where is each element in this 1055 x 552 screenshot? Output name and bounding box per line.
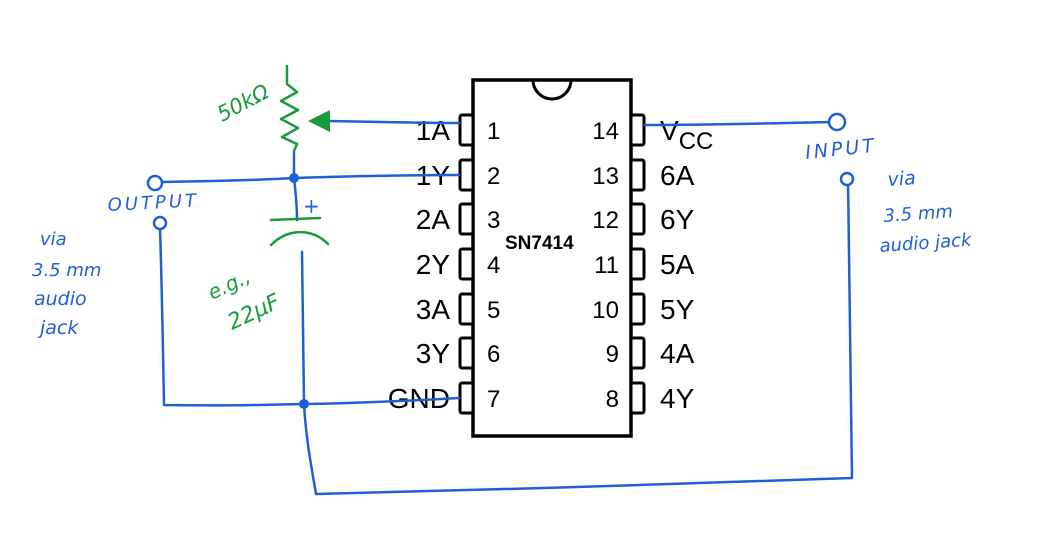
pin-stub (458, 113, 475, 147)
cap-value-line2: 22µF (224, 290, 284, 336)
pin-stub (458, 158, 475, 192)
cap-value-line1: e.g., (204, 264, 254, 304)
pin-num-14: 14 (592, 118, 619, 145)
wire-cap-gnd (300, 250, 306, 406)
input-terminal-bottom (839, 171, 855, 187)
wire-vcc-input (643, 120, 832, 127)
pot-zigzag (279, 82, 300, 153)
wire-pin1-wiper (328, 119, 461, 125)
chip: SN7414 1A 1Y 2A 2Y 3A 3Y GND (388, 78, 713, 438)
pin-num-10: 10 (592, 297, 619, 324)
pin-stub (629, 247, 646, 281)
pin-stub (458, 381, 475, 415)
pin-label-14-sub: CC (679, 128, 714, 155)
pin-num-3: 3 (487, 207, 500, 234)
wire-node-cap (292, 176, 299, 222)
output-terminal-top (146, 174, 164, 192)
output-label: OUTPUT (107, 190, 199, 216)
pin-stub (458, 292, 475, 326)
pin-label-11: 5A (660, 249, 695, 280)
potentiometer (279, 64, 330, 153)
left-note: via 3.5 mm audio jack (32, 229, 101, 339)
right-note-line3: audio jack (879, 230, 974, 257)
right-note: via 3.5 mm audio jack (879, 167, 974, 257)
left-note-line3: audio (34, 288, 87, 310)
pin-num-7: 7 (487, 386, 500, 413)
wire-pin2-output (158, 173, 461, 184)
pin-label-10: 5Y (660, 294, 695, 325)
pin-label-6: 3Y (416, 338, 451, 369)
pin-label-4: 2Y (416, 249, 451, 280)
wire-output-gnd (158, 226, 461, 407)
right-note-line1: via (887, 167, 917, 191)
left-note-line4: jack (37, 317, 79, 339)
cap-plus-sign: + (303, 194, 320, 218)
pin-num-9: 9 (606, 341, 619, 368)
chip-notch (531, 79, 573, 101)
junction-node-gnd (299, 399, 309, 409)
pin-num-2: 2 (487, 163, 500, 190)
pin-label-14-main: V (660, 115, 679, 146)
chip-body (471, 78, 633, 438)
input-terminal-top (827, 112, 847, 132)
right-note-line2: 3.5 mm (883, 201, 954, 227)
pin-num-4: 4 (487, 252, 500, 279)
pin-stub (629, 158, 646, 192)
pin-num-5: 5 (487, 297, 500, 324)
pin-label-1: 1A (416, 115, 451, 146)
pin-label-12: 6Y (660, 204, 695, 235)
pin-label-9: 4A (660, 338, 695, 369)
cap-plate-plus (269, 216, 322, 222)
pin-stub (629, 113, 646, 147)
input-label: INPUT (804, 135, 878, 164)
pin-label-14: VCC (660, 115, 713, 155)
pin-label-8: 4Y (660, 383, 695, 414)
left-note-line2: 3.5 mm (32, 260, 101, 281)
pin-stub (629, 292, 646, 326)
wire-gnd-return (302, 182, 854, 496)
pin-stub (629, 202, 646, 236)
pin-num-11: 11 (594, 252, 619, 279)
cap-plate-minus (269, 230, 330, 247)
right-pin-stubs (629, 113, 646, 415)
chip-name: SN7414 (505, 233, 574, 254)
pin-stub (629, 336, 646, 370)
left-note-line1: via (40, 229, 67, 250)
output-terminal-bottom (152, 215, 168, 231)
junction-node-top (289, 173, 299, 183)
pin-num-13: 13 (592, 163, 619, 190)
pin-stub (458, 336, 475, 370)
left-pin-stubs (458, 113, 475, 415)
pin-stub (458, 247, 475, 281)
pin-num-6: 6 (487, 341, 500, 368)
capacitor (269, 216, 330, 247)
pin-num-8: 8 (606, 386, 619, 413)
resistor-value: 50kΩ (213, 79, 273, 126)
pin-label-5: 3A (416, 294, 451, 325)
pin-stub (458, 202, 475, 236)
pin-label-3: 2A (416, 204, 451, 235)
pin-num-12: 12 (592, 207, 619, 234)
pin-label-13: 6A (660, 160, 695, 191)
pot-wiper-arrow (308, 110, 330, 132)
pin-stub (629, 381, 646, 415)
pin-num-1: 1 (487, 118, 500, 145)
